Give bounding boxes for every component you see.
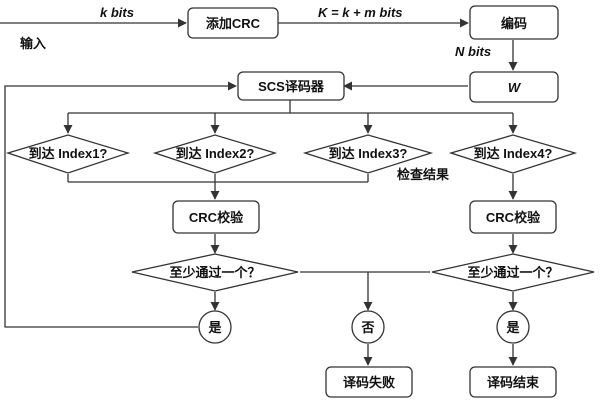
arrow-feedback-loop xyxy=(4,81,237,328)
crc-check-left-box: CRC校验 xyxy=(172,200,260,234)
encode-text: 编码 xyxy=(501,16,527,31)
encode-box: 编码 xyxy=(469,5,559,40)
decode-end-text: 译码结束 xyxy=(487,375,540,390)
crc-check-right-text: CRC校验 xyxy=(486,210,541,225)
connectors xyxy=(0,18,518,366)
crc-check-right-box: CRC校验 xyxy=(469,200,557,234)
at-least-one-right-text: 至少通过一个？ xyxy=(467,265,558,280)
add-crc-box: 添加CRC xyxy=(187,7,279,39)
no-node: 否 xyxy=(351,310,385,344)
check-result-label: 检查结果 xyxy=(397,167,449,182)
decode-end-box: 译码结束 xyxy=(469,366,557,398)
index4-decision: 到达 Index4? xyxy=(448,134,578,174)
no-text: 否 xyxy=(360,320,374,335)
index4-text: 到达 Index4? xyxy=(474,146,553,161)
index3-decision: 到达 Index3? xyxy=(302,134,434,174)
input-label: 输入 xyxy=(20,36,46,51)
index1-decision: 到达 Index1? xyxy=(5,134,131,174)
yes-left-text: 是 xyxy=(207,320,222,335)
yes-left-node: 是 xyxy=(198,310,232,344)
w-text: W xyxy=(508,80,522,95)
yes-right-node: 是 xyxy=(496,310,530,344)
crc-check-left-text: CRC校验 xyxy=(189,210,244,225)
decode-fail-text: 译码失败 xyxy=(343,375,395,390)
k-bits-label: k bits xyxy=(100,5,134,20)
scs-decoder-text: SCS译码器 xyxy=(258,79,325,94)
index1-text: 到达 Index1? xyxy=(29,146,108,161)
at-least-one-left-decision: 至少通过一个？ xyxy=(131,253,299,292)
decode-fail-box: 译码失败 xyxy=(325,366,413,398)
w-box: W xyxy=(469,71,559,103)
index2-decision: 到达 Index2? xyxy=(152,134,278,174)
add-crc-text: 添加CRC xyxy=(206,16,261,31)
k-equation-label: K = k + m bits xyxy=(318,5,403,20)
at-least-one-left-text: 至少通过一个？ xyxy=(169,265,260,280)
index3-text: 到达 Index3? xyxy=(329,146,408,161)
at-least-one-right-decision: 至少通过一个？ xyxy=(431,253,595,292)
yes-right-text: 是 xyxy=(505,320,520,335)
n-bits-label: N bits xyxy=(455,44,491,59)
index2-text: 到达 Index2? xyxy=(176,146,255,161)
scs-decoder-box: SCS译码器 xyxy=(237,71,345,101)
